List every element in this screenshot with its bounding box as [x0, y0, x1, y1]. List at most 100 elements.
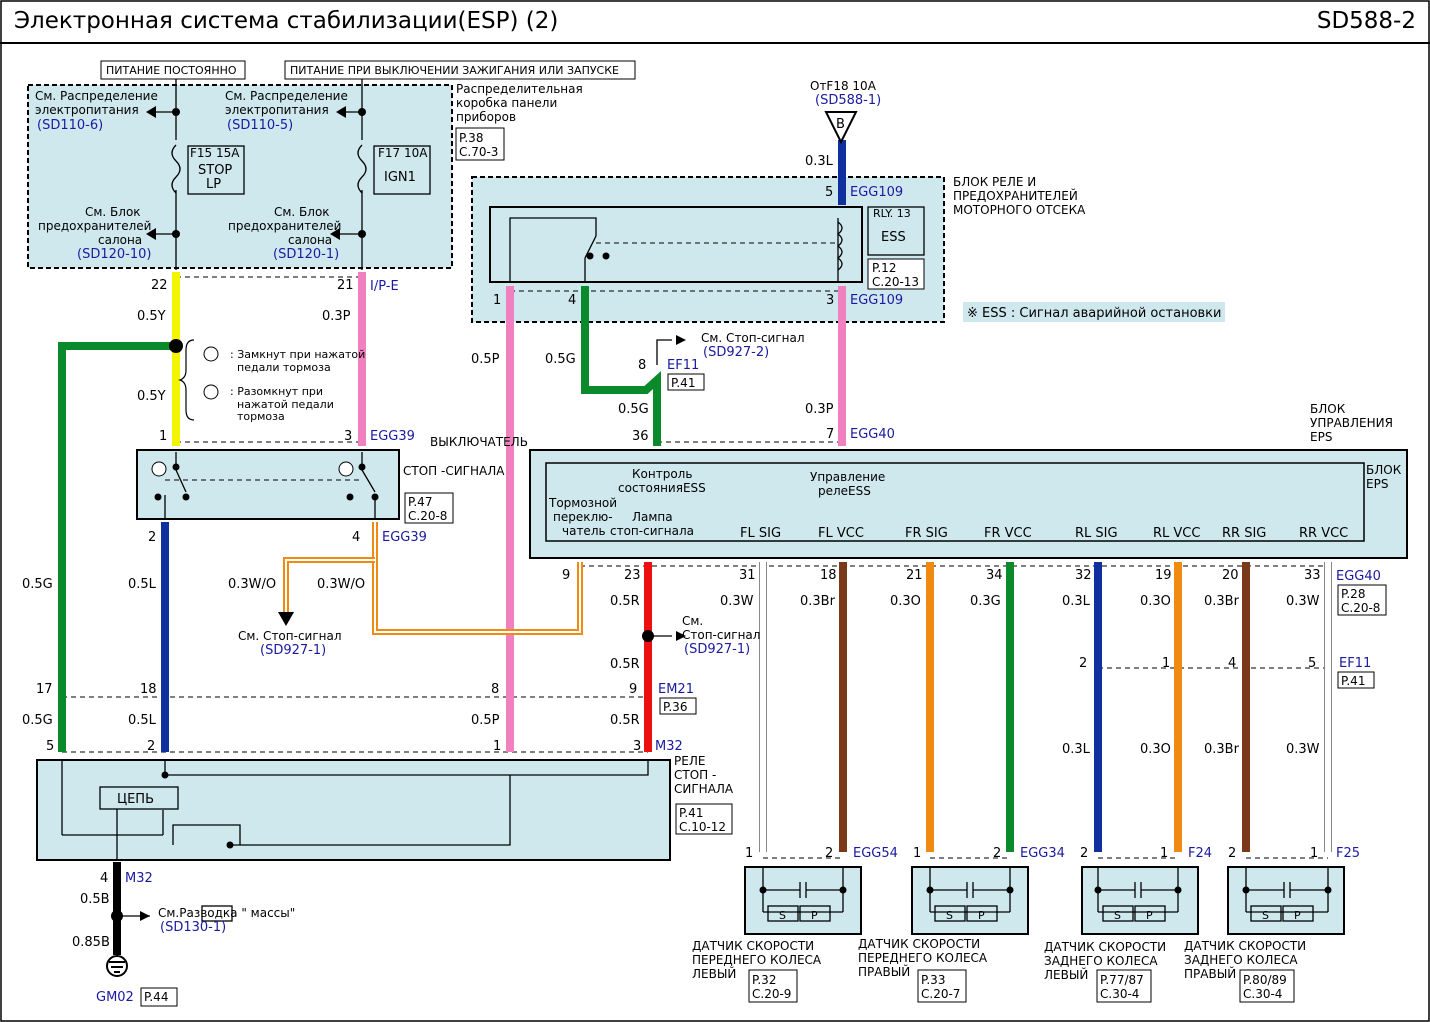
fusebox-name-b: коробка панели — [456, 96, 557, 110]
ground-ref: См.Разводка " массы" — [158, 906, 295, 920]
sensor-rr-a: ДАТЧИК СКОРОСТИ — [1184, 939, 1306, 953]
see-dist1-b: электропитания — [35, 103, 139, 117]
pin-number: 20 — [1222, 568, 1239, 583]
wire-label: 0.85B — [72, 935, 110, 950]
ess-label: ESS — [881, 230, 906, 245]
wire-label: 0.5Y — [137, 309, 166, 324]
pin-number: 4 — [1228, 656, 1236, 671]
pin-number: 34 — [986, 568, 1003, 583]
see-dist1-a: См. Распределение — [35, 89, 158, 103]
conn-ef11b: EF11 — [1339, 656, 1371, 671]
header: Электронная система стабилизации(ESP) (2… — [0, 0, 1430, 44]
sensor-p: P — [1294, 909, 1301, 922]
wire-label: 0.5L — [128, 713, 157, 728]
conn-f25: F25 — [1336, 846, 1360, 861]
conn-egg39: EGG39 — [370, 429, 415, 444]
fusebox-name-c: приборов — [456, 110, 516, 124]
relay-box-name-c: МОТОРНОГО ОТСЕКА — [953, 203, 1086, 217]
relay-sect: C.10-12 — [679, 820, 726, 834]
sensor-rr-c: ПРАВЫЙ — [1184, 966, 1236, 981]
conn-ipe: I/P-E — [370, 279, 399, 294]
sensor-rr-body — [1227, 866, 1345, 935]
conn-egg34: EGG34 — [1020, 846, 1065, 861]
ground-ref-ref: (SD130-1) — [160, 920, 226, 935]
see-dist2-a: См. Распределение — [225, 89, 348, 103]
page-ref-boxes — [100, 60, 1387, 1007]
ground-page: P.44 — [144, 990, 168, 1004]
sensor-fr-body — [911, 866, 1029, 935]
wire-white-orange — [283, 522, 583, 635]
sensor-rr-b: ЗАДНЕГО КОЛЕСА — [1184, 953, 1298, 967]
blk2-b: предохранителей — [228, 219, 341, 233]
pin-number: 1 — [1162, 656, 1170, 671]
pin-number: 8 — [491, 682, 499, 697]
pin-number: 4 — [352, 530, 360, 545]
pin-number: 33 — [1304, 568, 1321, 583]
pin-number: 2 — [147, 739, 155, 754]
sensor-fr-sect: C.20-7 — [921, 987, 960, 1001]
state-a-label: : Замкнут при нажатой — [230, 348, 365, 361]
sensor-rl-body — [1081, 866, 1199, 935]
pin-number: 9 — [562, 568, 570, 583]
stop-relay-body — [36, 759, 671, 861]
ess-rly-a: Управление — [810, 470, 885, 484]
stop-ref-c1: См. — [682, 614, 703, 628]
pin-number: 1 — [493, 293, 501, 308]
sensor-rl-c: ЛЕВЫЙ — [1044, 967, 1088, 982]
conn-egg109a: EGG109 — [850, 185, 903, 200]
ecu-inner-a: БЛОК — [1366, 463, 1402, 477]
wire-label: 0.3O — [890, 594, 921, 609]
relay-box-sect: C.20-13 — [872, 275, 919, 289]
sensor-rl-b: ЗАДНЕГО КОЛЕСА — [1044, 954, 1158, 968]
pin-number: 1 — [1160, 846, 1168, 861]
sensor-p: P — [978, 909, 985, 922]
fuse-boxes — [99, 145, 1314, 922]
sensor-rl-page: P.77/87 — [1100, 973, 1144, 987]
wires — [58, 140, 1332, 955]
wire-label: 0.3Br — [1204, 594, 1240, 609]
ecu-outer-c: EPS — [1310, 430, 1332, 444]
state-b-label2: нажатой педали — [237, 398, 334, 411]
sensor-fr-a: ДАТЧИК СКОРОСТИ — [858, 937, 980, 951]
conn-egg39b: EGG39 — [382, 530, 427, 545]
blk2-ref: (SD120-1) — [273, 247, 339, 262]
ecu-pin-rl-vcc: RL VCC — [1153, 526, 1200, 541]
wire-label: 0.5G — [22, 577, 53, 592]
pin-number: 7 — [826, 427, 834, 442]
pin-number: 18 — [820, 568, 837, 583]
switch-name-b: СТОП -СИГНАЛА — [403, 464, 505, 478]
pin-number: 3 — [826, 293, 834, 308]
ecu-pin-fr-vcc: FR VCC — [984, 526, 1032, 541]
pin-number: 3 — [344, 429, 352, 444]
rly-label: RLY. 13 — [873, 207, 911, 220]
sensor-p: P — [1146, 909, 1153, 922]
wire-label: 0.3W — [1286, 742, 1320, 757]
wire-label: 0.3W — [720, 594, 754, 609]
ground-symbol — [106, 955, 128, 977]
state-a-label2: педали тормоза — [237, 361, 331, 374]
pin-number: 8 — [638, 358, 646, 373]
pin-number: 22 — [151, 278, 168, 293]
pin-number: 32 — [1075, 568, 1092, 583]
pin-number: 21 — [337, 278, 354, 293]
relay-name-c: СИГНАЛА — [674, 782, 734, 796]
state-markers — [151, 346, 354, 477]
brake-a: Тормозной — [548, 496, 617, 510]
feed-ref: (SD588-1) — [815, 93, 881, 108]
wire-label: 0.5B — [80, 892, 110, 907]
ess-note-bg — [963, 302, 1225, 322]
relay-box-page: P.12 — [872, 261, 896, 275]
ecu-pin-rr-sig: RR SIG — [1222, 526, 1266, 541]
switch-sect: C.20-8 — [408, 509, 447, 523]
conn-ef11b-page: P.41 — [1341, 674, 1365, 688]
blk1-ref: (SD120-10) — [77, 247, 151, 262]
relay-name-a: РЕЛЕ — [674, 754, 705, 768]
ecu-pin-fl-sig: FL SIG — [740, 526, 781, 541]
wire-label: 0.5G — [22, 713, 53, 728]
fuse1-name: F15 15A — [190, 146, 240, 160]
ecu-conn: EGG40 — [1336, 569, 1381, 584]
blk1-a: См. Блок — [85, 205, 141, 219]
fuse1-l2: LP — [206, 177, 221, 192]
conn-m32b: M32 — [125, 871, 153, 886]
blk1-b: предохранителей — [38, 219, 151, 233]
